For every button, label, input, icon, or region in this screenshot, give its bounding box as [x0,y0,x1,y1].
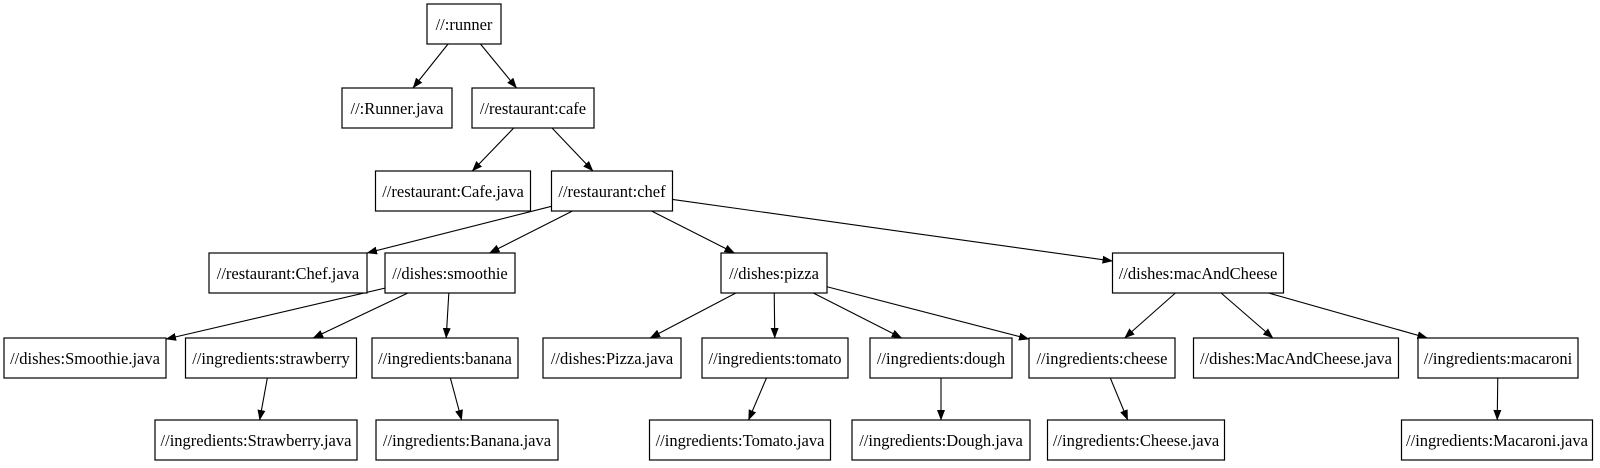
graph-edge-mac-and-cheese-to-macaroni [1268,292,1428,340]
graph-node-strawberry: //ingredients:strawberry [184,337,358,379]
graph-node-cheese-java: //ingredients:Cheese.java [1046,419,1226,461]
graph-node-strawberry-java: //ingredients:Strawberry.java [154,419,358,461]
graph-edge-smoothie-to-strawberry [312,292,409,339]
node-box-strawberry-java [154,419,358,461]
graph-edge-mac-and-cheese-to-mac-and-cheese-java [1220,292,1274,339]
graph-node-runner-java: //:Runner.java [341,87,453,129]
graph-node-banana-java: //ingredients:Banana.java [375,419,559,461]
node-box-banana-java [375,419,559,461]
node-label-tomato-java: //ingredients:Tomato.java [656,431,826,450]
node-box-pizza-java [542,337,682,379]
node-label-mac-and-cheese: //dishes:macAndCheese [1119,264,1278,283]
graph-edge-runner-to-cafe [480,43,517,89]
node-box-runner-java [341,87,453,129]
node-label-cheese: //ingredients:cheese [1036,349,1167,368]
node-box-macaroni-java [1400,419,1594,461]
graph-node-tomato-java: //ingredients:Tomato.java [648,419,832,461]
node-label-pizza: //dishes:pizza [729,264,819,283]
node-label-pizza-java: //dishes:Pizza.java [551,349,674,368]
nodes-layer: //:runner //:Runner.java //restaurant:cafe… [3,3,1594,461]
node-box-mac-and-cheese [1111,252,1285,294]
graph-node-macaroni: //ingredients:macaroni [1417,337,1579,379]
graph-edge-smoothie-to-smoothie-java [165,287,386,341]
node-label-cheese-java: //ingredients:Cheese.java [1053,431,1220,450]
graph-node-chef-java: //restaurant:Chef.java [208,252,368,294]
graph-edge-chef-to-chef-java [366,205,552,255]
graph-edge-chef-to-smoothie [489,210,573,254]
node-label-mac-and-cheese-java: //dishes:MacAndCheese.java [1200,349,1393,368]
node-label-dough-java: //ingredients:Dough.java [859,431,1023,450]
graph-node-banana: //ingredients:banana [371,337,519,379]
node-label-smoothie: //dishes:smoothie [392,264,508,283]
node-box-macaroni [1417,337,1579,379]
graph-node-dough-java: //ingredients:Dough.java [851,419,1031,461]
node-label-chef-java: //restaurant:Chef.java [217,264,360,283]
node-box-strawberry [184,337,358,379]
node-label-macaroni: //ingredients:macaroni [1424,349,1573,368]
graph-node-runner: //:runner [426,3,502,45]
graph-edge-runner-to-runner-java [412,43,449,89]
graph-edge-cafe-to-chef [551,127,594,172]
node-label-smoothie-java: //dishes:Smoothie.java [10,349,161,368]
graph-edge-pizza-to-dough [813,292,903,339]
node-label-tomato: //ingredients:tomato [709,349,842,368]
node-label-banana: //ingredients:banana [378,349,512,368]
graph-node-mac-and-cheese-java: //dishes:MacAndCheese.java [1192,337,1400,379]
graph-edge-pizza-to-tomato [770,292,779,339]
graph-node-cafe: //restaurant:cafe [471,87,595,129]
node-label-strawberry-java: //ingredients:Strawberry.java [161,431,353,450]
graph-edge-smoothie-to-banana [442,292,451,339]
graph-node-smoothie-java: //dishes:Smoothie.java [3,337,167,379]
graph-edge-mac-and-cheese-to-cheese [1124,292,1176,339]
node-box-cheese-java [1046,419,1226,461]
node-box-runner [426,3,502,45]
graph-node-dough: //ingredients:dough [869,337,1013,379]
node-label-macaroni-java: //ingredients:Macaroni.java [1406,431,1589,450]
node-box-dough [869,337,1013,379]
graph-edge-cafe-to-cafe-java [471,127,515,172]
node-box-mac-and-cheese-java [1192,337,1400,379]
graph-edge-pizza-to-pizza-java [649,292,737,339]
graph-node-pizza-java: //dishes:Pizza.java [542,337,682,379]
node-label-runner-java: //:Runner.java [350,99,444,118]
node-label-cafe-java: //restaurant:Cafe.java [382,182,524,201]
graph-node-macaroni-java: //ingredients:Macaroni.java [1400,419,1594,461]
node-box-cheese [1028,337,1176,379]
graph-edge-cheese-to-cheese-java [1109,377,1129,421]
node-label-runner: //:runner [436,15,493,34]
node-box-smoothie [384,252,516,294]
graph-edge-banana-to-banana-java [449,377,463,421]
node-box-cafe [471,87,595,129]
graph-edge-tomato-to-tomato-java [748,377,767,421]
node-label-dough: //ingredients:dough [877,349,1006,368]
node-box-banana [371,337,519,379]
node-label-cafe: //restaurant:cafe [480,99,586,118]
node-box-pizza [720,252,828,294]
edges-layer [165,43,1502,421]
node-box-tomato [701,337,849,379]
node-box-tomato-java [648,419,832,461]
node-box-cafe-java [374,170,532,212]
node-box-dough-java [851,419,1031,461]
graph-node-smoothie: //dishes:smoothie [384,252,516,294]
graph-node-cheese: //ingredients:cheese [1028,337,1176,379]
node-label-chef: //restaurant:chef [558,182,666,201]
graph-node-tomato: //ingredients:tomato [701,337,849,379]
node-box-smoothie-java [3,337,167,379]
graph-edge-pizza-to-cheese [826,286,1030,341]
graph-edge-macaroni-to-macaroni-java [1493,377,1502,421]
graph-edge-chef-to-mac-and-cheese [672,198,1113,264]
graph-node-cafe-java: //restaurant:Cafe.java [374,170,532,212]
graph-edge-strawberry-to-strawberry-java [257,377,268,421]
node-label-banana-java: //ingredients:Banana.java [383,431,552,450]
graph-node-mac-and-cheese: //dishes:macAndCheese [1111,252,1285,294]
node-box-chef [550,170,674,212]
node-label-strawberry: //ingredients:strawberry [192,349,350,368]
graph-node-pizza: //dishes:pizza [720,252,828,294]
graph-node-chef: //restaurant:chef [550,170,674,212]
node-box-chef-java [208,252,368,294]
graph-edge-chef-to-pizza [651,210,735,254]
